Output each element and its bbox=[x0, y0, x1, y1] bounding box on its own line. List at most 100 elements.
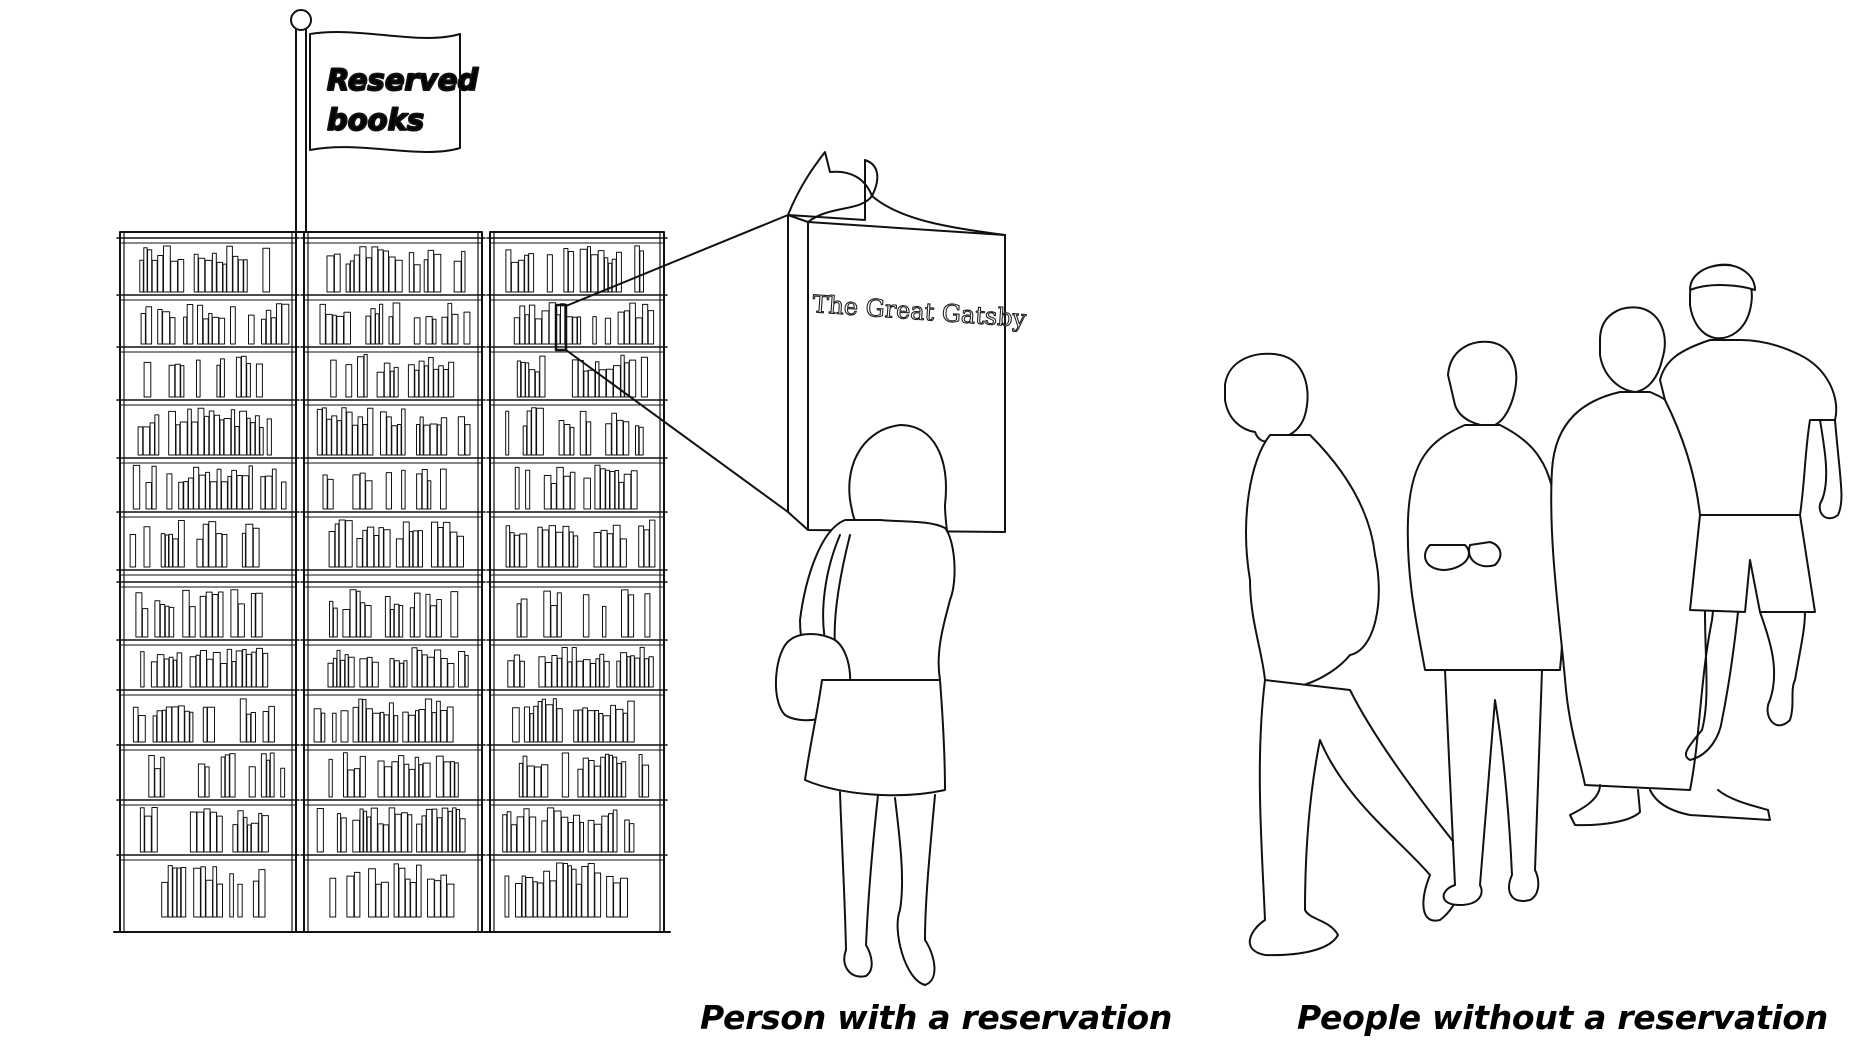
shelf-book bbox=[623, 310, 630, 345]
shelf-book bbox=[454, 762, 459, 798]
shelf-book bbox=[226, 245, 233, 293]
shelf-book bbox=[149, 422, 156, 456]
shelf-book bbox=[357, 416, 363, 456]
shelf-book bbox=[408, 714, 416, 743]
shelf-book bbox=[446, 706, 454, 743]
shelf-book bbox=[597, 250, 605, 293]
shelf-book bbox=[327, 662, 334, 688]
shelf-book bbox=[595, 658, 600, 688]
shelf-book bbox=[248, 465, 253, 510]
shelf-book bbox=[617, 311, 625, 345]
shelf-book bbox=[519, 305, 526, 345]
shelf-book bbox=[616, 251, 622, 293]
shelf-book bbox=[193, 466, 200, 510]
shelf-book bbox=[604, 317, 612, 345]
shelf-book bbox=[326, 418, 332, 456]
shelf-book bbox=[464, 424, 471, 456]
shelf-book bbox=[418, 709, 426, 743]
shelf-book bbox=[610, 704, 616, 743]
shelf-book bbox=[421, 654, 428, 688]
shelf-book bbox=[151, 807, 158, 853]
shelf-book bbox=[601, 815, 609, 853]
shelf-book bbox=[197, 407, 205, 456]
shelf-book bbox=[371, 246, 379, 293]
shelf-book bbox=[384, 596, 391, 638]
shelf-book bbox=[534, 766, 542, 798]
shelf-book bbox=[227, 475, 232, 510]
shelf-book bbox=[359, 246, 367, 293]
shelf-book bbox=[441, 807, 449, 853]
shelf-book bbox=[353, 871, 361, 918]
shelf-book bbox=[319, 303, 326, 345]
shelf-book bbox=[281, 481, 287, 510]
shelf-book bbox=[140, 651, 145, 688]
shelf-book bbox=[593, 823, 602, 853]
shelf-book bbox=[507, 660, 515, 688]
shelf-book bbox=[366, 257, 372, 293]
shelf-book bbox=[521, 875, 526, 918]
shelf-book bbox=[193, 253, 199, 293]
shelf-book bbox=[398, 867, 406, 918]
shelf-book bbox=[423, 424, 431, 456]
shelf-book bbox=[352, 424, 358, 456]
shelf-book bbox=[349, 589, 357, 638]
shelf-book bbox=[577, 360, 584, 398]
shelf-book bbox=[268, 705, 275, 743]
shelf-book bbox=[383, 714, 390, 743]
shelf-book bbox=[139, 807, 145, 853]
shelf-book bbox=[534, 371, 540, 398]
shelf-book bbox=[388, 316, 394, 345]
shelf-book bbox=[414, 592, 421, 638]
shelf-book bbox=[416, 823, 423, 853]
shelf-book bbox=[418, 764, 424, 798]
shelf-book bbox=[431, 712, 437, 743]
shelf-book bbox=[379, 711, 385, 743]
shelf-book bbox=[164, 605, 170, 638]
shelf-book bbox=[242, 649, 247, 688]
shelf-book bbox=[385, 472, 393, 510]
shelf-book bbox=[343, 752, 348, 798]
shelf-book bbox=[329, 600, 334, 638]
shelf-book bbox=[419, 416, 424, 456]
shelf-book bbox=[334, 523, 340, 568]
shelf-book bbox=[440, 417, 448, 456]
shelf-book bbox=[397, 424, 402, 456]
shelf-book bbox=[416, 473, 423, 510]
shelf-book bbox=[428, 357, 434, 398]
shelf-book bbox=[230, 306, 236, 345]
shelf-book bbox=[174, 363, 181, 398]
shelf-book bbox=[229, 873, 234, 918]
shelf-book bbox=[247, 824, 252, 853]
shelf-book bbox=[435, 755, 444, 798]
shelf-book bbox=[129, 534, 137, 568]
shelf-book bbox=[607, 533, 614, 568]
shelf-book bbox=[514, 534, 520, 568]
shelf-book bbox=[579, 410, 587, 456]
shelf-book bbox=[208, 313, 213, 345]
shelf-book bbox=[579, 248, 588, 293]
shelf-book bbox=[343, 311, 351, 345]
shelf-book bbox=[362, 699, 367, 743]
shelf-book bbox=[207, 706, 215, 743]
shelf-book bbox=[421, 815, 427, 853]
shelf-book bbox=[221, 534, 228, 568]
shelf-book bbox=[404, 878, 411, 918]
shelf-book bbox=[427, 480, 432, 510]
shelf-book bbox=[571, 647, 577, 688]
shelf-book bbox=[250, 822, 259, 853]
shelf-book bbox=[533, 705, 539, 743]
shelf-book bbox=[450, 761, 455, 798]
shelf-book bbox=[255, 363, 263, 398]
shelf-book bbox=[245, 523, 254, 568]
shelf-book bbox=[604, 257, 609, 293]
shelf-book bbox=[526, 765, 535, 798]
shelf-book bbox=[523, 706, 531, 743]
shelf-book bbox=[593, 532, 602, 568]
shelf-book bbox=[270, 317, 277, 345]
shelf-book bbox=[407, 814, 413, 853]
shelf-book bbox=[255, 592, 263, 638]
shelf-book bbox=[364, 605, 372, 638]
shelf-book bbox=[197, 304, 204, 345]
shelf-book bbox=[505, 525, 511, 568]
shelf-book bbox=[208, 521, 217, 568]
